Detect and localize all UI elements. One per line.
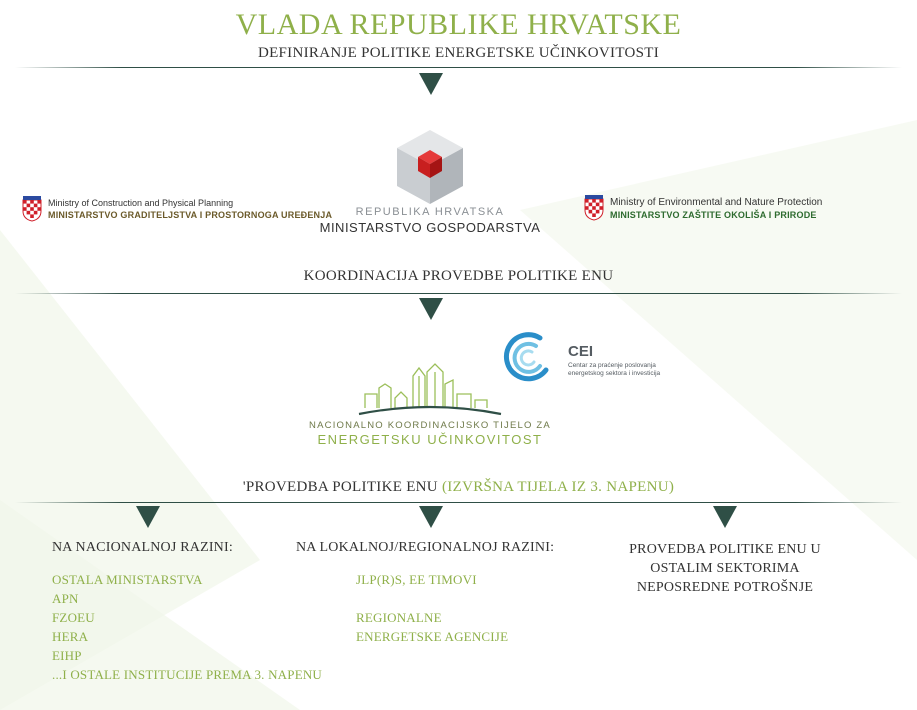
city-skyline-icon <box>358 363 502 416</box>
local-level-list: JLP(R)S, EE TIMOVI REGIONALNE ENERGETSKE… <box>356 570 508 646</box>
list-item: ENERGETSKE AGENCIJE <box>356 629 509 644</box>
national-body-line1: NACIONALNO KOORDINACIJSKO TIJELO ZA <box>309 420 551 431</box>
ministry-economy-line1: REPUBLIKA HRVATSKA <box>355 206 505 218</box>
ministry-environment-en: Ministry of Environmental and Nature Pro… <box>610 197 823 208</box>
list-item: FZOEU <box>52 610 95 625</box>
cei-name-line1: Centar za praćenje poslovanja <box>568 362 656 369</box>
cei-name-line2: energetskog sektora i investicija <box>568 370 661 377</box>
ministry-construction-en: Ministry of Construction and Physical Pl… <box>48 198 234 208</box>
cei-abbreviation: CEI <box>568 343 594 360</box>
national-body-line2: ENERGETSKU UČINKOVITOST <box>317 432 543 447</box>
list-item: APN <box>52 591 79 606</box>
list-item: HERA <box>52 629 89 644</box>
croatian-coat-of-arms-icon <box>22 196 42 222</box>
implementation-label-accent: (IZVRŠNA TIJELA IZ 3. NAPENU) <box>442 479 675 495</box>
arrow-down-icon <box>419 298 443 320</box>
ministry-economy-cube-icon <box>397 130 463 204</box>
divider-coordination <box>15 293 902 294</box>
local-level-heading: NA LOKALNOJ/REGIONALNOJ RAZINI: <box>296 540 555 555</box>
arrow-down-icon <box>713 506 737 528</box>
ministry-economy-line2: MINISTARSTVO GOSPODARSTVA <box>319 220 541 235</box>
coordination-label: KOORDINACIJA PROVEDBE POLITIKE ENU <box>303 268 614 284</box>
list-item: REGIONALNE <box>356 610 442 625</box>
list-item: OSTALA MINISTARSTVA <box>52 572 203 587</box>
other-sectors-heading-line: PROVEDBA POLITIKE ENU U <box>629 542 821 557</box>
divider-implementation <box>15 502 902 503</box>
croatian-coat-of-arms-icon <box>584 195 604 221</box>
arrow-down-icon <box>419 73 443 95</box>
arrow-down-icon <box>136 506 160 528</box>
other-sectors-heading-line: NEPOSREDNE POTROŠNJE <box>636 580 814 595</box>
list-item: JLP(R)S, EE TIMOVI <box>356 572 477 587</box>
ministry-environment-hr: MINISTARSTVO ZAŠTITE OKOLIŠA I PRIRODE <box>610 210 817 220</box>
implementation-label-main: 'PROVEDBA POLITIKE ENU <box>242 479 438 495</box>
other-sectors-heading: PROVEDBA POLITIKE ENU U OSTALIM SEKTORIM… <box>600 540 850 597</box>
list-spacer <box>356 589 508 608</box>
government-title: VLADA REPUBLIKE HRVATSKE <box>235 8 682 41</box>
national-level-heading: NA NACIONALNOJ RAZINI: <box>52 540 233 555</box>
list-item: EIHP <box>52 648 82 663</box>
implementation-label: 'PROVEDBA POLITIKE ENU (IZVRŠNA TIJELA I… <box>0 479 917 496</box>
arrow-down-icon <box>419 506 443 528</box>
other-sectors-heading-line: OSTALIM SEKTORIMA <box>650 561 800 576</box>
ministry-construction-hr: MINISTARSTVO GRADITELJSTVA I PROSTORNOGA… <box>48 210 333 220</box>
national-level-list: OSTALA MINISTARSTVA APN FZOEU HERA EIHP … <box>52 570 322 684</box>
list-item: ...I OSTALE INSTITUCIJE PREMA 3. NAPENU <box>52 667 323 682</box>
divider-top <box>15 67 902 68</box>
cei-swirl-icon <box>503 332 549 382</box>
policy-definition-subtitle: DEFINIRANJE POLITIKE ENERGETSKE UČINKOVI… <box>257 45 660 61</box>
